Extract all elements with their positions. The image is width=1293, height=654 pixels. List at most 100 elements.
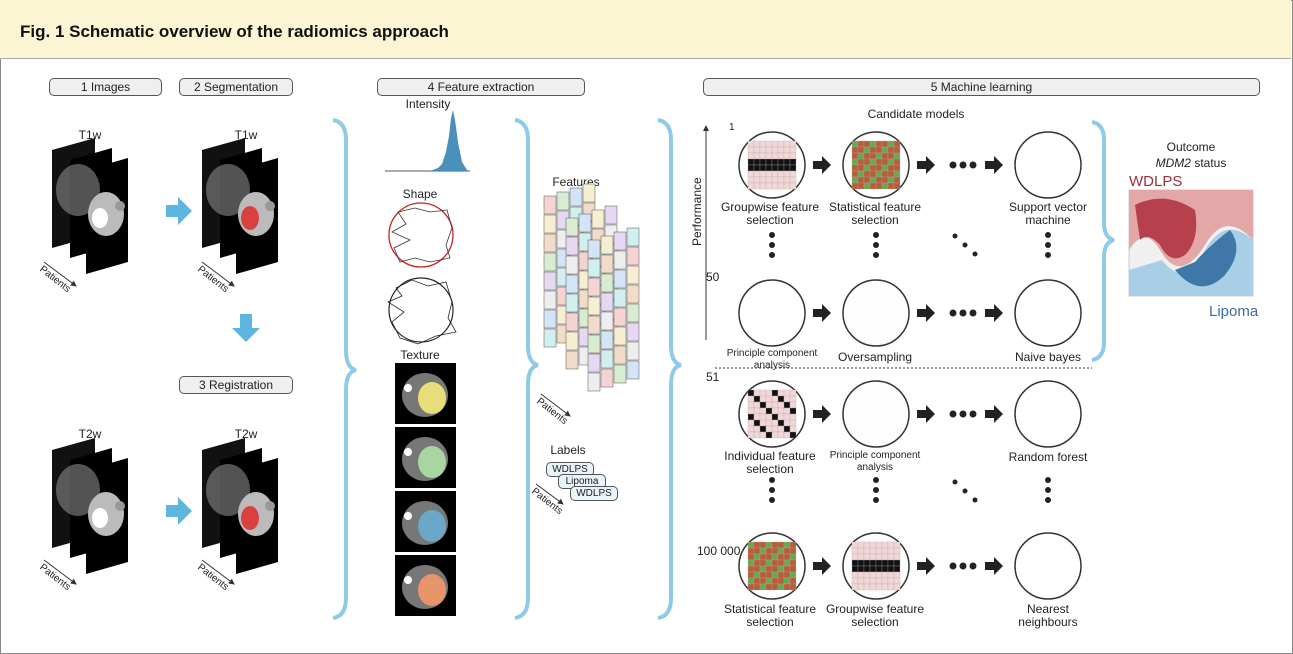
step-feature-extraction: 4 Feature extraction [377,78,585,96]
feature-cell [600,254,614,274]
matrix-cell [893,553,901,561]
matrix-cell [851,571,859,579]
model-caption: Principle component analysis [829,450,921,473]
vertical-ellipsis-dot [1045,242,1051,248]
matrix-cell [851,176,859,184]
matrix-cell [857,571,865,579]
vertical-ellipsis-dot [769,242,775,248]
matrix-cell [851,583,859,591]
matrix-cell [771,176,779,184]
matrix-cell [759,170,767,178]
ellipsis-dot [949,562,957,570]
vertical-ellipsis-dot [769,477,775,483]
matrix-cell [747,565,755,573]
feature-cell [613,345,627,365]
matrix-cell [759,182,767,190]
matrix-cell [887,182,895,190]
matrix-cell [747,146,755,154]
model-caption: Random forest [1008,450,1088,464]
feature-cell [543,252,557,272]
matrix-cell [789,182,797,190]
figure-title: Fig. 1 Schematic overview of the radiomi… [20,22,449,41]
matrix-cell [887,571,895,579]
matrix-cell [747,425,755,433]
model-circle [1014,279,1082,347]
matrix-cell [783,577,791,585]
matrix-cell [893,182,901,190]
matrix-cell [747,583,755,591]
feature-cell [613,364,627,384]
matrix-cell [887,553,895,561]
shape-outline-black [387,277,457,345]
matrix-cell [759,431,767,439]
intensity-histogram [385,110,470,172]
matrix-cell [777,583,785,591]
feature-cell [600,368,614,388]
matrix-cell [875,577,883,585]
matrix-cell [753,164,761,172]
matrix-cell [783,431,791,439]
model-circle [1014,532,1082,600]
model-circle [842,279,910,347]
matrix-cell [759,559,767,567]
matrix-cell [753,565,761,573]
arrow-right-icon [985,405,1003,423]
model-caption: Principle component analysis [726,348,818,371]
blue-arrows [166,197,260,525]
matrix-cell [881,541,889,549]
matrix-cell [777,425,785,433]
matrix-cell [765,577,773,585]
matrix-cell [771,583,779,591]
matrix-cell [771,431,779,439]
matrix-cell [747,170,755,178]
matrix-cell [887,565,895,573]
matrix-cell [747,389,755,397]
matrix-cell [857,565,865,573]
matrix-cell [869,170,877,178]
matrix-cell [753,431,761,439]
feature-cell [600,273,614,293]
matrix-cell [863,152,871,160]
matrix-cell [759,152,767,160]
matrix-cell [759,176,767,184]
matrix-cell [881,164,889,172]
matrix-cell [875,158,883,166]
matrix-cell [747,559,755,567]
matrix-cell [765,547,773,555]
matrix-cell [863,170,871,178]
matrix-cell [765,140,773,148]
matrix-cell [789,547,797,555]
model-caption: Naive bayes [1014,350,1082,364]
diagonal-ellipsis-dot [952,479,958,485]
step-machine-learning: 5 Machine learning [703,78,1260,96]
feature-cell [565,274,579,294]
feature-cell [565,236,579,256]
matrix-cell [777,395,785,403]
feature-cell [543,309,557,329]
matrix-cell [771,170,779,178]
matrix-cell [869,140,877,148]
matrix-cell [875,583,883,591]
matrix-cell [783,583,791,591]
vertical-ellipsis-dot [1045,497,1051,503]
matrix-cell [765,541,773,549]
matrix-cell [851,547,859,555]
matrix-cell [887,176,895,184]
matrix-cell [777,559,785,567]
matrix-cell [869,158,877,166]
feature-cell [626,246,640,266]
matrix-cell [783,164,791,172]
ellipsis-dot [959,562,967,570]
matrix-cell [783,547,791,555]
feature-cell [626,360,640,380]
matrix-cell [893,170,901,178]
matrix-cell [857,577,865,585]
ellipsis-dot [969,410,977,418]
matrix-cell [893,158,901,166]
matrix-cell [765,431,773,439]
matrix-cell [893,164,901,172]
matrix-cell [771,577,779,585]
matrix-cell [753,182,761,190]
matrix-cell [753,577,761,585]
arrow-right-icon [813,156,831,174]
